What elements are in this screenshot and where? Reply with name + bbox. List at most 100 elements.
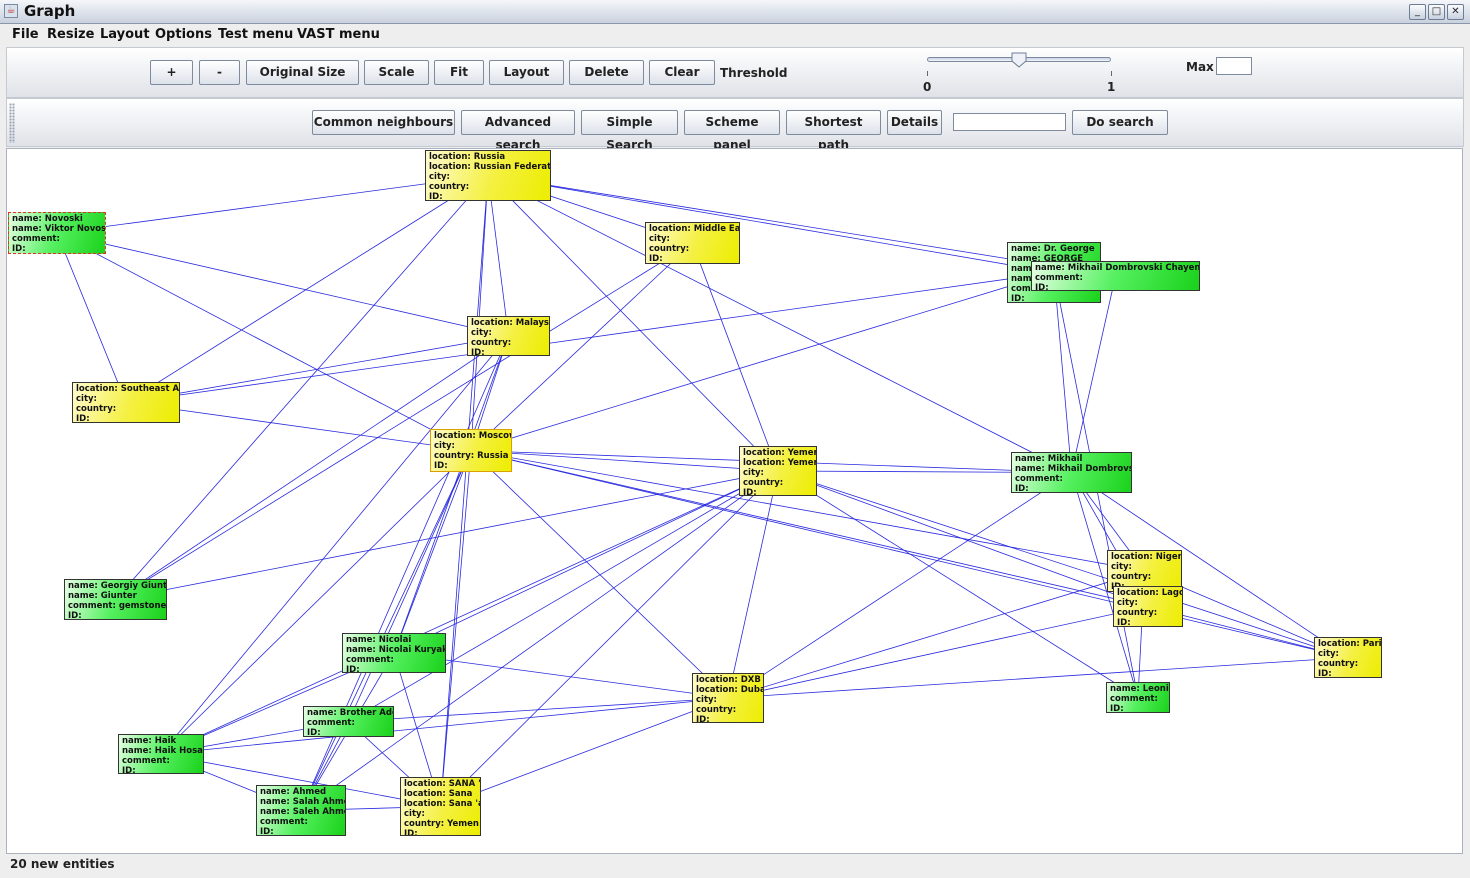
menu-layout[interactable]: Layout: [100, 27, 150, 42]
node-line: city:: [76, 394, 97, 404]
node-line: comment:: [1015, 474, 1063, 484]
node-line: ID:: [404, 829, 418, 836]
node-line: comment:: [1035, 273, 1083, 283]
menu-options[interactable]: Options: [155, 27, 212, 42]
edge-yemen-sana: [440, 470, 779, 807]
slider-tick-min: [927, 71, 928, 76]
details-button[interactable]: Details: [887, 110, 942, 135]
node-line: comment:: [122, 756, 170, 766]
threshold-label: Threshold: [720, 66, 788, 80]
node-line: name: Mikhail: [1015, 454, 1083, 464]
edge-yemen-ahmed: [300, 470, 779, 811]
scale-button[interactable]: Scale: [364, 60, 429, 85]
edge-novoski-malaysia: [56, 232, 509, 337]
node-line: city:: [404, 809, 425, 819]
node-line: ID:: [1035, 283, 1049, 291]
node-line: location: Sana 'a: [404, 799, 481, 809]
node-line: ID:: [434, 461, 448, 471]
node-southeast-asia[interactable]: location: Southeast Asiacity:country:ID:: [72, 382, 180, 423]
java-app-icon: ☕: [4, 4, 18, 18]
node-line: name: Viktor Novoski: [12, 224, 106, 234]
node-line: name: Ahmed: [260, 787, 327, 797]
search-toolbar: [6, 98, 1464, 147]
node-aden[interactable]: name: Brother Adencomment:ID:: [303, 706, 394, 737]
scheme-panel-button[interactable]: Scheme panel: [684, 110, 780, 152]
node-line: country:: [429, 182, 470, 192]
simple-search-button[interactable]: Simple Search: [581, 110, 678, 152]
node-line: ID:: [696, 715, 710, 723]
search-input[interactable]: [953, 113, 1066, 131]
node-line: name: Nicolai: [346, 635, 412, 645]
edge-paris-dxb: [727, 657, 1349, 699]
edge-lagos-dxb: [727, 606, 1149, 699]
fit-button[interactable]: Fit: [434, 60, 484, 85]
node-line: city:: [696, 695, 717, 705]
edge-dxb-aden: [348, 697, 729, 722]
delete-button[interactable]: Delete: [569, 60, 644, 85]
node-line: comment:: [12, 234, 60, 244]
edge-yemen-haik: [160, 470, 779, 755]
maximize-icon[interactable]: □: [1428, 4, 1445, 20]
node-line: city:: [429, 172, 450, 182]
node-line: ID:: [12, 244, 26, 254]
edge-moscow-nicolai: [393, 450, 472, 654]
layout-button[interactable]: Layout: [489, 60, 564, 85]
edge-malaysia-southeast-asia: [125, 335, 509, 403]
menu-test[interactable]: Test menu: [218, 27, 294, 42]
node-line: comment:: [1110, 694, 1158, 704]
menu-resize[interactable]: Resize: [47, 27, 95, 42]
node-line: ID:: [471, 348, 485, 356]
advanced-search-button[interactable]: Advanced search: [461, 110, 575, 152]
edge-yemen-dxb: [727, 470, 779, 699]
node-line: city:: [1111, 562, 1132, 572]
zoom-out-button[interactable]: -: [199, 60, 240, 85]
threshold-slider-thumb[interactable]: [1011, 52, 1027, 68]
node-line: location: SANA 'A: [404, 779, 481, 789]
node-line: name: Novoski: [12, 214, 83, 224]
shortest-path-button[interactable]: Shortest path: [786, 110, 881, 152]
node-line: location: Russian Federation: [429, 162, 551, 172]
menu-vast[interactable]: VAST menu: [297, 27, 380, 42]
node-line: location: Paris: [1318, 639, 1382, 649]
original-size-button[interactable]: Original Size: [246, 60, 359, 85]
node-line: name:: [1011, 264, 1041, 274]
close-icon[interactable]: ✕: [1447, 4, 1464, 20]
node-line: country:: [1117, 608, 1158, 618]
do-search-button[interactable]: Do search: [1072, 110, 1168, 135]
zoom-in-button[interactable]: +: [150, 60, 193, 85]
node-line: location: Southeast Asia: [76, 384, 180, 394]
edge-chayenova-mikhail: [1071, 275, 1116, 473]
menu-file[interactable]: File: [12, 27, 39, 42]
node-line: ID:: [649, 254, 663, 264]
edge-moscow-lagos: [470, 450, 1149, 607]
node-line: ID:: [1318, 669, 1332, 678]
toolbar-grip-handle[interactable]: [9, 103, 15, 143]
node-line: name: Nicolai Kuryakin: [346, 645, 446, 655]
node-line: location: Yemen: [743, 448, 817, 458]
clear-button[interactable]: Clear: [649, 60, 715, 85]
edge-malaysia-gunter: [115, 335, 509, 600]
common-neighbours-button[interactable]: Common neighbours: [312, 110, 455, 135]
node-line: name: Mikhail Dombrovski Chayenova: [1035, 263, 1200, 273]
minimize-icon[interactable]: _: [1409, 4, 1426, 20]
max-input[interactable]: [1216, 57, 1252, 75]
node-line: name: Haik Hosain: [122, 746, 204, 756]
